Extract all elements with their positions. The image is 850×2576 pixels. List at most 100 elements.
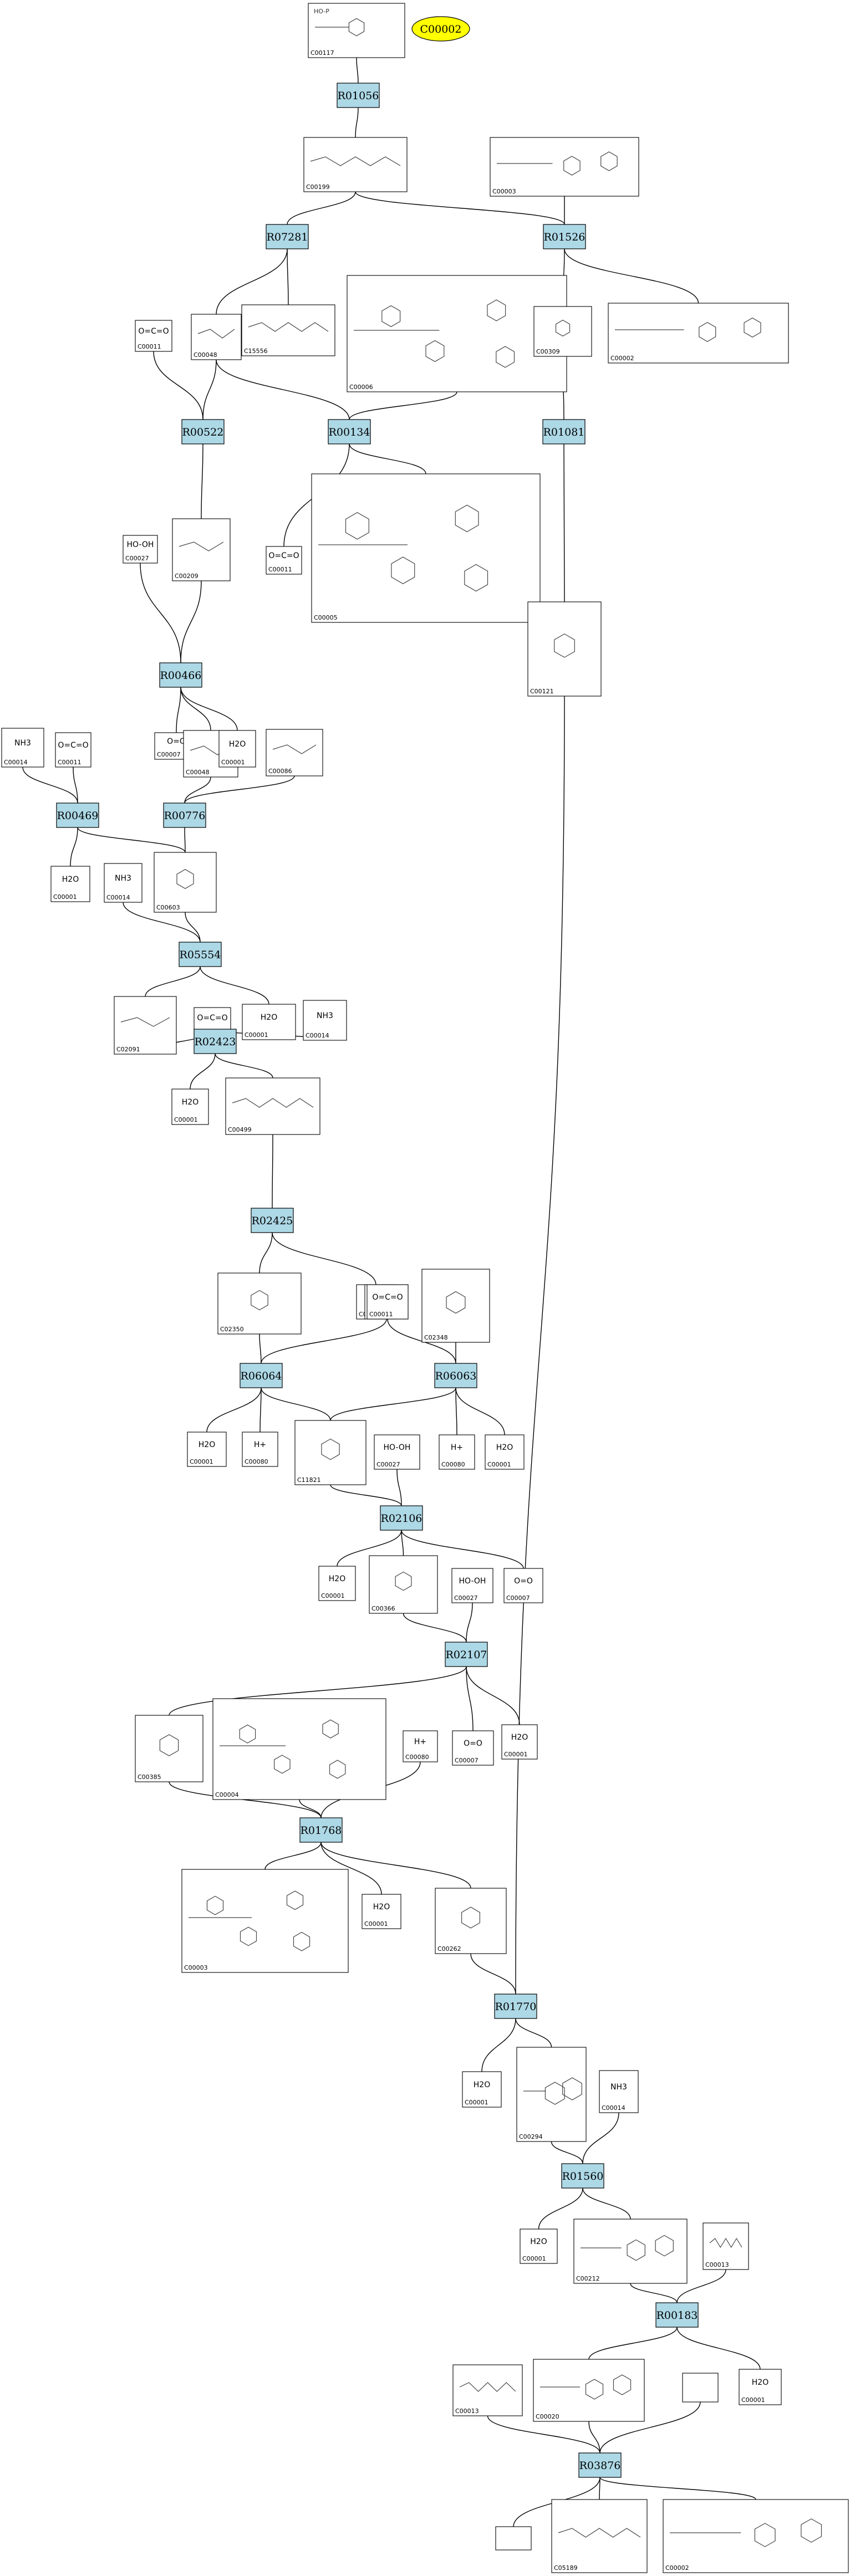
reaction-node[interactable]: R01526 [543,224,586,249]
reaction-node[interactable]: R00134 [328,419,371,444]
compound-box [421,1269,490,1343]
reaction-node[interactable]: R00466 [159,662,202,688]
compound-node[interactable]: H+C00080 [403,1730,438,1762]
edge [259,1333,262,1364]
reaction-node[interactable]: R01768 [299,1817,343,1843]
ring-bond [496,346,515,368]
reaction-node[interactable]: R00469 [56,803,99,828]
carbon-chain [232,1098,314,1108]
compound-node[interactable]: C02350 [217,1272,302,1335]
compound-node[interactable]: C00121 [527,601,602,697]
compound-node[interactable]: C00005 [311,473,541,623]
compound-node[interactable]: C00262 [435,1888,507,1954]
compound-node[interactable]: C00199 [303,137,408,192]
compound-node[interactable]: C00003 [490,137,639,197]
compound-formula: H2O [198,1440,215,1449]
reaction-node[interactable]: R02107 [445,1642,488,1667]
compound-id-label: C00002 [665,2564,689,2572]
reaction-node[interactable]: R02423 [194,1029,237,1054]
compound-node[interactable]: C00048 [191,314,242,360]
compound-node[interactable]: C11821 [294,1420,367,1485]
reaction-node[interactable]: R00522 [181,419,225,444]
edge [145,966,201,997]
compound-node[interactable]: C00006 [347,275,567,392]
compound-node[interactable] [495,2526,532,2551]
compound-node[interactable]: C00209 [172,518,231,581]
compound-id-label: C00262 [437,1945,461,1953]
reaction-node[interactable]: R00776 [163,803,206,828]
compound-id-label: C00007 [157,751,181,758]
compound-node[interactable]: C00013 [452,2364,523,2416]
compound-node[interactable]: C00004 [212,1698,386,1800]
compound-node[interactable]: C00003 [181,1869,349,1973]
compound-node[interactable]: C00212 [573,2219,688,2284]
reaction-node[interactable]: R03876 [578,2452,622,2478]
reaction-node[interactable]: R01056 [337,83,380,108]
compound-node[interactable]: C00013 [703,2222,749,2270]
compound-node[interactable]: C00603 [154,852,217,913]
compound-node[interactable]: C00385 [135,1715,203,1782]
compound-node[interactable]: C00366 [369,1555,438,1614]
compound-node[interactable]: H+C00080 [439,1434,475,1470]
reaction-node[interactable]: R01081 [542,419,586,444]
reaction-node[interactable]: R06064 [240,1363,283,1388]
reaction-node[interactable]: R02106 [380,1505,423,1531]
ring-bond [274,1755,291,1774]
compound-node[interactable]: C00002 [608,303,789,364]
highlight-compound[interactable]: C00002 [411,16,470,42]
compound-formula: H2O [530,2237,547,2246]
reaction-node[interactable]: R07281 [266,224,309,249]
compound-box [303,137,408,192]
compound-node[interactable]: C15556 [241,304,335,356]
reaction-node[interactable]: R01560 [561,2163,604,2189]
reaction-node[interactable]: R05554 [179,942,222,967]
reaction-node[interactable]: R00183 [655,2302,699,2328]
compound-node[interactable]: C00294 [516,2047,587,2142]
compound-node[interactable]: C02091 [114,996,177,1055]
edge [287,248,289,305]
compound-node[interactable]: C02348 [421,1269,490,1343]
compound-node[interactable]: C00020 [533,2359,645,2422]
compound-box [608,303,789,364]
reaction-node[interactable]: R01770 [494,1994,537,2019]
compound-node[interactable]: C00309 [533,306,592,357]
compound-node[interactable]: C05189 [551,2499,648,2573]
compound-id-label: C00080 [441,1461,465,1468]
compound-node[interactable] [682,2373,719,2403]
compound-node[interactable]: H+C00080 [242,1432,278,1467]
compound-node[interactable]: C00002 [663,2499,849,2573]
reaction-node[interactable]: R06063 [434,1363,477,1388]
carbon-chain [179,541,224,551]
compound-node[interactable]: C00499 [225,1077,320,1135]
compound-node[interactable]: C00086 [266,729,323,776]
edge [487,2415,600,2454]
compound-box [171,1088,209,1125]
reaction-node[interactable]: R02425 [251,1208,294,1233]
